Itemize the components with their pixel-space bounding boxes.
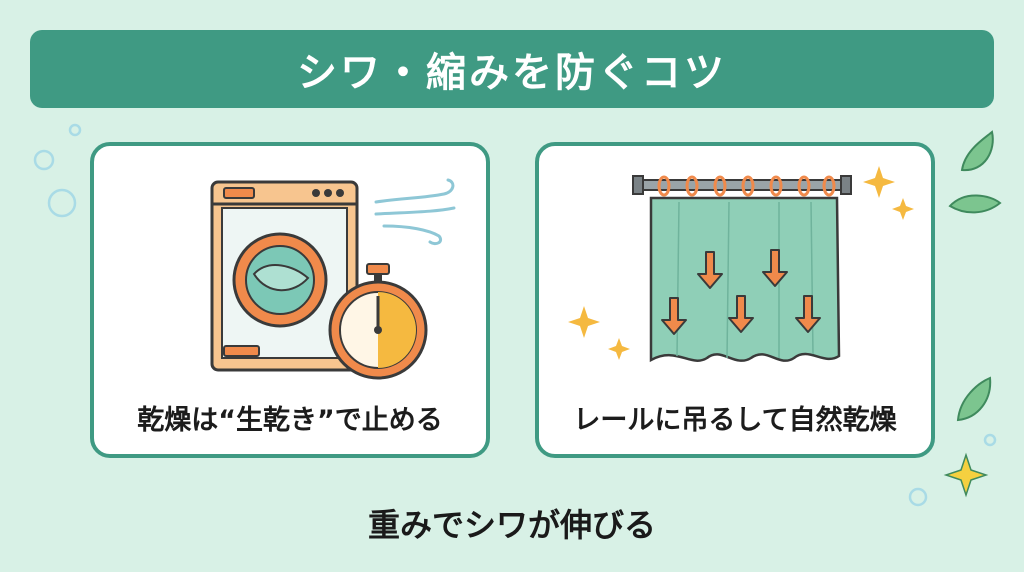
sparkle-icon: [943, 452, 989, 498]
footer-text: 重みでシワが伸びる: [367, 506, 656, 544]
tip-card-dryer: 乾燥は“生乾き”で止める: [90, 142, 490, 458]
dryer-with-timer-icon: [210, 178, 456, 380]
card-caption: レールに吊るして自然乾燥: [573, 405, 897, 436]
card-caption: 乾燥は“生乾き”で止める: [137, 405, 443, 436]
tip-card-hanging: レールに吊るして自然乾燥: [535, 142, 935, 458]
page-title: シワ・縮みを防ぐコツ: [297, 50, 727, 96]
hanging-curtain-icon: [568, 166, 914, 363]
title-banner: シワ・縮みを防ぐコツ: [30, 30, 994, 108]
